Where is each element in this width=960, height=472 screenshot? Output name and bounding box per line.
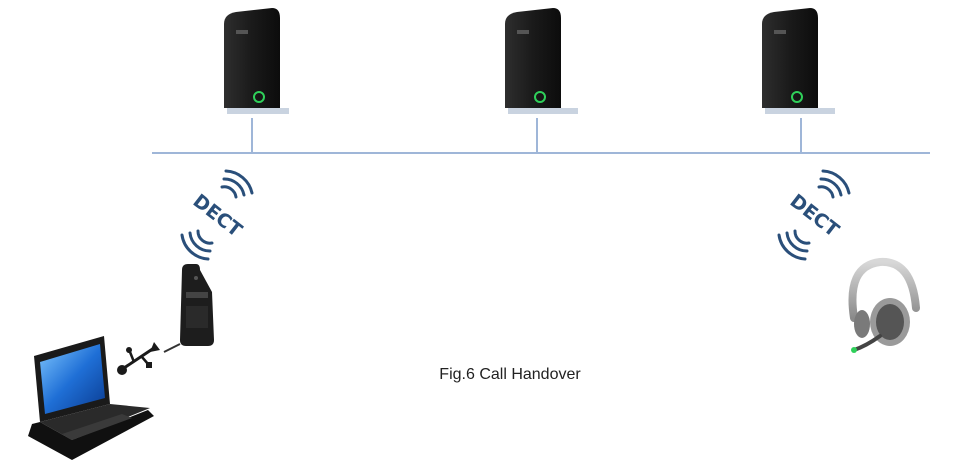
dect-logo-left: DECT <box>180 169 254 261</box>
figure-caption: Fig.6 Call Handover <box>439 366 581 383</box>
headset-icon <box>848 257 920 353</box>
radio-waves-icon <box>777 169 851 261</box>
dect-logo-right: DECT <box>777 169 851 261</box>
dongle-icon <box>163 264 214 353</box>
laptop-icon <box>28 336 154 460</box>
base-station-icon <box>505 8 578 114</box>
base-station-icon <box>762 8 835 114</box>
radio-waves-icon <box>180 169 254 261</box>
usb-icon <box>117 342 160 375</box>
base-station-icon <box>224 8 289 114</box>
